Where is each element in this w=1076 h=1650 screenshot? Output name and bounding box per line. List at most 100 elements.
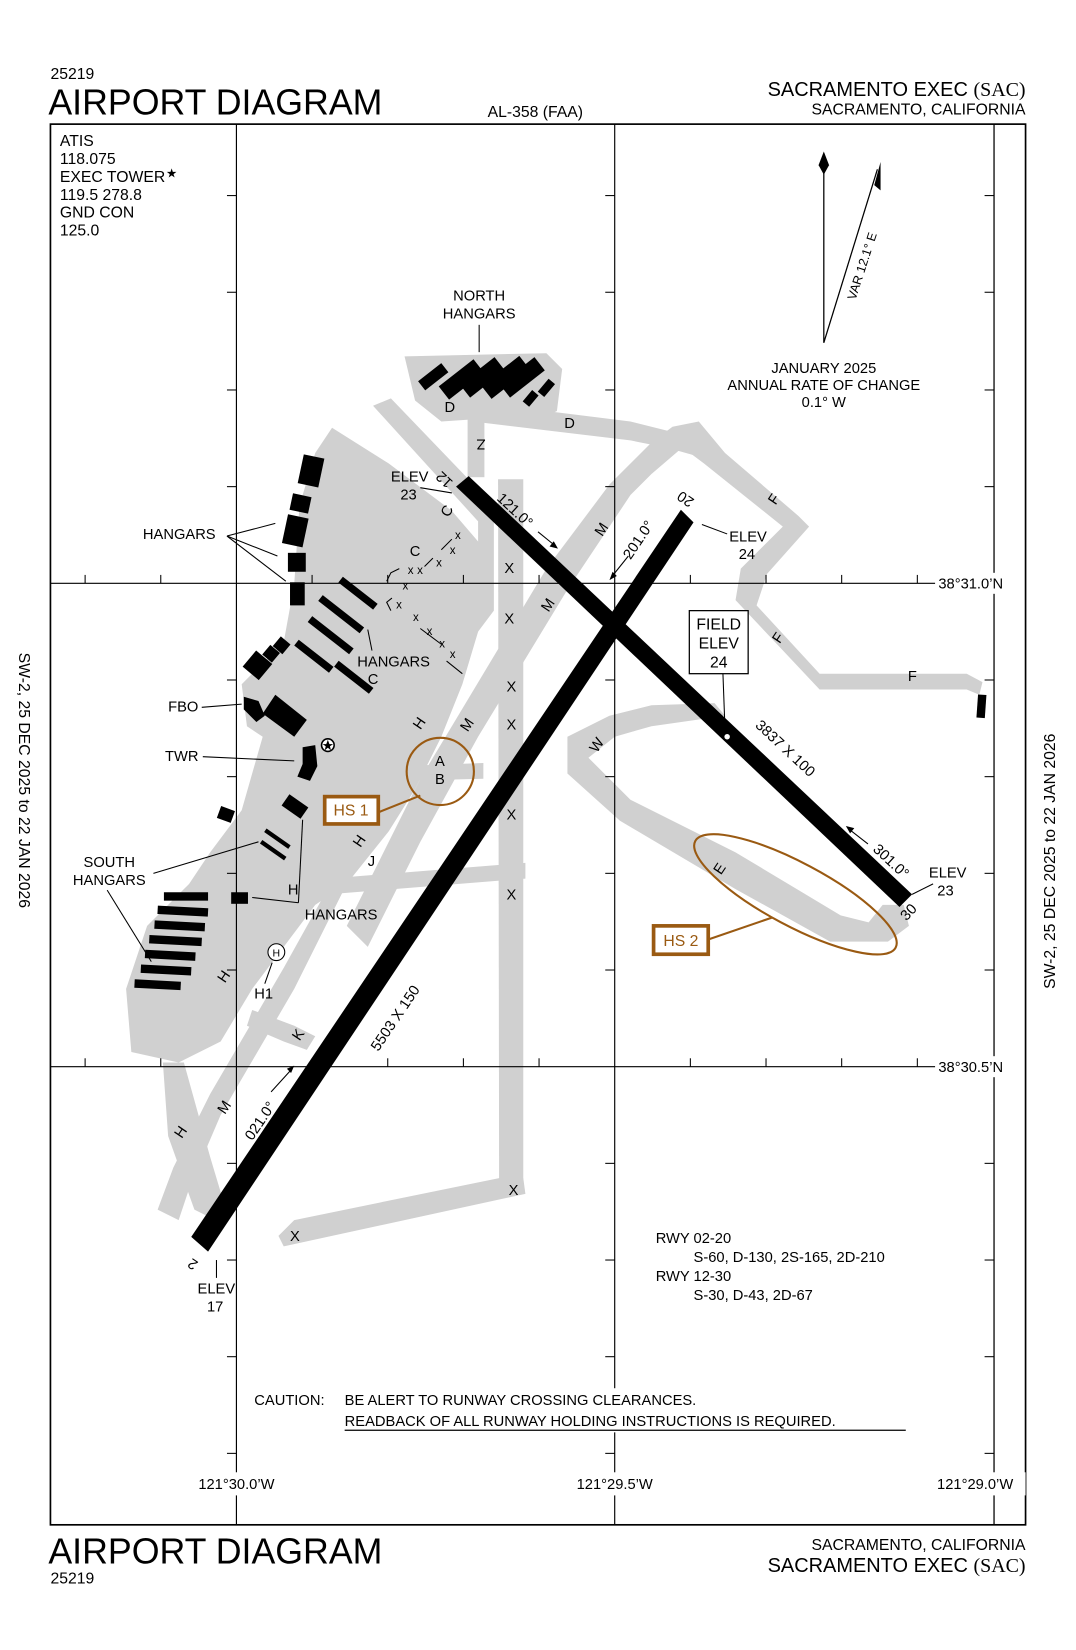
svg-text:D: D [564,416,575,432]
comms-block: ATIS 118.075 EXEC TOWER ★ 119.5 278.8 GN… [60,133,177,239]
lat-lon-grid [50,124,936,1525]
hotspot-2-ring [693,833,898,956]
comms-tower: EXEC TOWER [60,169,165,186]
bearing-strength: RWY 02-20 S-60, D-130, 2S-165, 2D-210 RW… [656,1231,885,1304]
comms-tower-freq: 119.5 278.8 [60,187,142,204]
footer-title: AIRPORT DIAGRAM [48,1532,382,1572]
svg-text:x: x [439,638,445,650]
rwy-30-elev: 23 [937,883,953,899]
svg-text:X: X [504,611,514,627]
svg-text:x: x [408,565,414,577]
rwy-2-number: 2 [185,1254,201,1272]
left-margin-dates: SW-2, 25 DEC 2025 to 22 JAN 2026 [15,653,32,909]
magnetic-north-arrowhead-icon [874,161,881,191]
north-arrow: VAR 12.1° E JANUARY 2025 ANNUAL RATE OF … [727,151,920,411]
rwy-20-elev-label: ELEV [729,529,767,545]
hangars-label-c: HANGARS [357,654,430,670]
rwy-20-number: 20 [675,487,698,509]
lat-north-label: 38°31.0’N [938,577,1003,593]
field-elevation-box: FIELD ELEV 24 [688,610,749,731]
svg-text:x: x [427,626,433,638]
chart-number: 25219 [50,66,94,83]
svg-text:X: X [506,888,516,904]
footer-airport-name: SACRAMENTO EXEC (SAC) [768,1555,1026,1577]
buildings [134,355,987,991]
coordinate-labels: 38°31.0’N 38°30.5’N 121°30.0’W 121°29.5’… [189,572,1026,1496]
right-margin-dates: SW-2, 25 DEC 2025 to 22 JAN 2026 [1042,733,1059,989]
footer: AIRPORT DIAGRAM 25219 SACRAMENTO, CALIFO… [48,1532,1026,1588]
lat-south-label: 38°30.5’N [938,1060,1003,1076]
svg-text:S-60, D-130, 2S-165, 2D-210: S-60, D-130, 2S-165, 2D-210 [694,1250,885,1266]
rwy-20-elev: 24 [739,547,755,563]
twr-label: TWR [165,749,198,765]
svg-text:x: x [455,530,461,542]
rwy-30-elev-label: ELEV [929,866,967,882]
mag-var-rate-label: ANNUAL RATE OF CHANGE [727,378,920,394]
runway-elevations: ELEV 23 ELEV 24 ELEV 23 ELEV 17 [198,469,967,1315]
svg-text:FIELD: FIELD [696,617,741,634]
runway-02-20 [191,509,694,1252]
city-state: SACRAMENTO, CALIFORNIA [811,102,1026,119]
svg-text:D: D [444,400,455,416]
rwy-2-elev: 17 [207,1300,223,1316]
mag-var-rate: 0.1° W [802,395,846,411]
hot-spots: HS 1 HS 2 [322,736,898,957]
svg-text:H: H [288,882,299,898]
fbo-label: FBO [168,700,198,716]
mag-var-label: VAR 12.1° E [845,231,880,302]
svg-text:C: C [410,544,421,560]
svg-text:C: C [368,672,379,688]
taxiway-pavement [126,353,983,1247]
lon-mid-label: 121°29.5’W [577,1477,653,1493]
svg-text:S-30, D-43, 2D-67: S-30, D-43, 2D-67 [694,1288,813,1304]
closed-taxiway-markings: x x x x x x x x x x x [386,530,463,675]
lon-east-label: 121°29.0’W [937,1477,1013,1493]
rwy-2-elev-label: ELEV [198,1282,236,1298]
runway-12-30 [456,476,913,907]
footer-chart-number: 25219 [50,1571,94,1588]
svg-text:X: X [506,808,516,824]
comms-ground: GND CON [60,205,134,222]
svg-text:x: x [450,649,456,661]
south-hangars-label: SOUTH [84,855,135,871]
svg-text:H: H [273,947,281,959]
svg-text:Z: Z [476,435,485,451]
page-title: AIRPORT DIAGRAM [48,83,382,123]
field-elev-point [724,734,730,740]
heliport-h1-icon: H [267,943,286,962]
procedure-id: AL-358 (FAA) [488,104,583,121]
svg-text:x: x [436,558,442,570]
hangars-label-south: HANGARS [305,908,378,924]
lon-west-label: 121°30.0’W [198,1477,274,1493]
svg-text:X: X [290,1229,300,1245]
svg-text:24: 24 [710,654,728,671]
header: 25219 AIRPORT DIAGRAM AL-358 (FAA) SACRA… [48,66,1026,123]
svg-text:RWY 02-20: RWY 02-20 [656,1231,731,1247]
rwy-12-elev-label: ELEV [391,469,429,485]
chart-frame [49,123,1027,1526]
mag-var-date: JANUARY 2025 [771,361,876,377]
hangars-label-west: HANGARS [143,527,216,543]
comms-atis: ATIS [60,133,94,150]
airport-id: (SAC) [973,79,1025,101]
svg-text:X: X [506,680,516,696]
hotspot-1-label: HS 1 [333,803,368,820]
airport-name: SACRAMENTO EXEC (SAC) [768,79,1026,101]
svg-text:CAUTION:: CAUTION: [254,1393,324,1409]
svg-text:F: F [908,669,917,685]
svg-text:X: X [506,717,516,733]
svg-text:HANGARS: HANGARS [443,307,516,323]
comms-ground-freq: 125.0 [60,223,100,240]
svg-text:x: x [450,545,456,557]
svg-text:X: X [509,1183,519,1199]
tower-star-icon: ★ [166,167,177,181]
footer-city-state: SACRAMENTO, CALIFORNIA [811,1537,1026,1554]
svg-text:ELEV: ELEV [699,635,740,652]
heliport-label: H1 [254,986,273,1002]
feature-callouts: NORTH HANGARS HANGARS HANGARS FBO TWR SO… [73,289,516,1003]
svg-text:RWY 12-30: RWY 12-30 [656,1269,731,1285]
svg-text:HANGARS: HANGARS [73,873,146,889]
hotspot-2-label: HS 2 [663,933,698,950]
svg-text:x: x [413,612,419,624]
